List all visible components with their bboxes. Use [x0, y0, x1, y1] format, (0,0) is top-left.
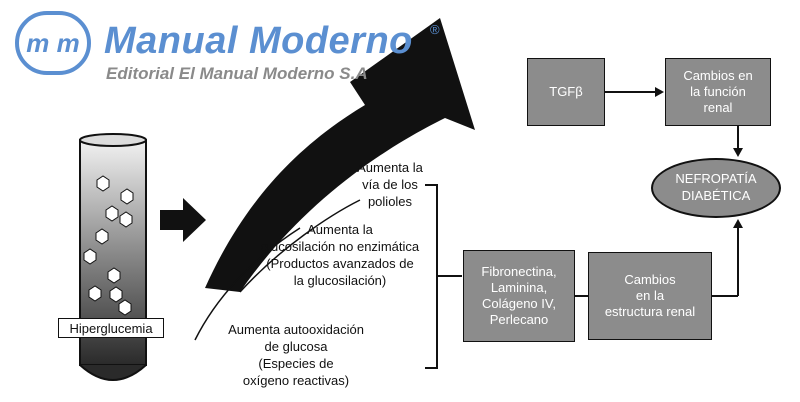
hexagon-icon	[105, 205, 119, 222]
big-curved-arrow	[205, 18, 475, 292]
hexagon-icon	[96, 175, 110, 192]
svg-text:m m: m m	[26, 28, 79, 58]
hexagon-icon	[118, 299, 132, 316]
glucose-hexagons	[83, 175, 134, 316]
hexagon-icon	[119, 211, 133, 228]
hexagon-icon	[88, 285, 102, 302]
logo-mark-icon: m m	[15, 11, 91, 75]
hexagon-icon	[83, 248, 97, 265]
hexagon-icon	[107, 267, 121, 284]
pathway-glucosilacion: Aumenta la glucosilación no enzimática (…	[260, 222, 420, 288]
pathway-bracket	[425, 184, 462, 369]
hexagon-icon	[95, 228, 109, 245]
cambios-estructura-box: Cambios en la estructura renal	[588, 252, 712, 340]
logo-title: Manual Moderno	[104, 20, 413, 62]
pathway-polioles: Aumenta la vía de los polioles	[357, 160, 423, 209]
curved-arrow-tail-right	[239, 199, 361, 293]
tube-arrow	[160, 198, 206, 242]
matriz-extracelular-box: Fibronectina, Laminina, Colágeno IV, Per…	[463, 250, 575, 342]
logo-subtitle: Editorial El Manual Moderno S.A	[106, 64, 368, 83]
tgf-beta-box: TGFβ	[527, 58, 605, 126]
nefropatia-diabetica-node: NEFROPATÍA DIABÉTICA	[651, 158, 781, 218]
cambios-funcion-box: Cambios en la función renal	[665, 58, 771, 126]
pathway-autooxidacion: Aumenta autooxidación de glucosa (Especi…	[228, 322, 364, 388]
registered-mark: ®	[430, 22, 440, 37]
curved-arrow-tail-left	[194, 227, 301, 341]
hiperglucemia-label: Hiperglucemia	[58, 318, 164, 338]
hexagon-icon	[109, 286, 123, 303]
hexagon-icon	[120, 188, 134, 205]
flow-arrows	[575, 87, 743, 297]
